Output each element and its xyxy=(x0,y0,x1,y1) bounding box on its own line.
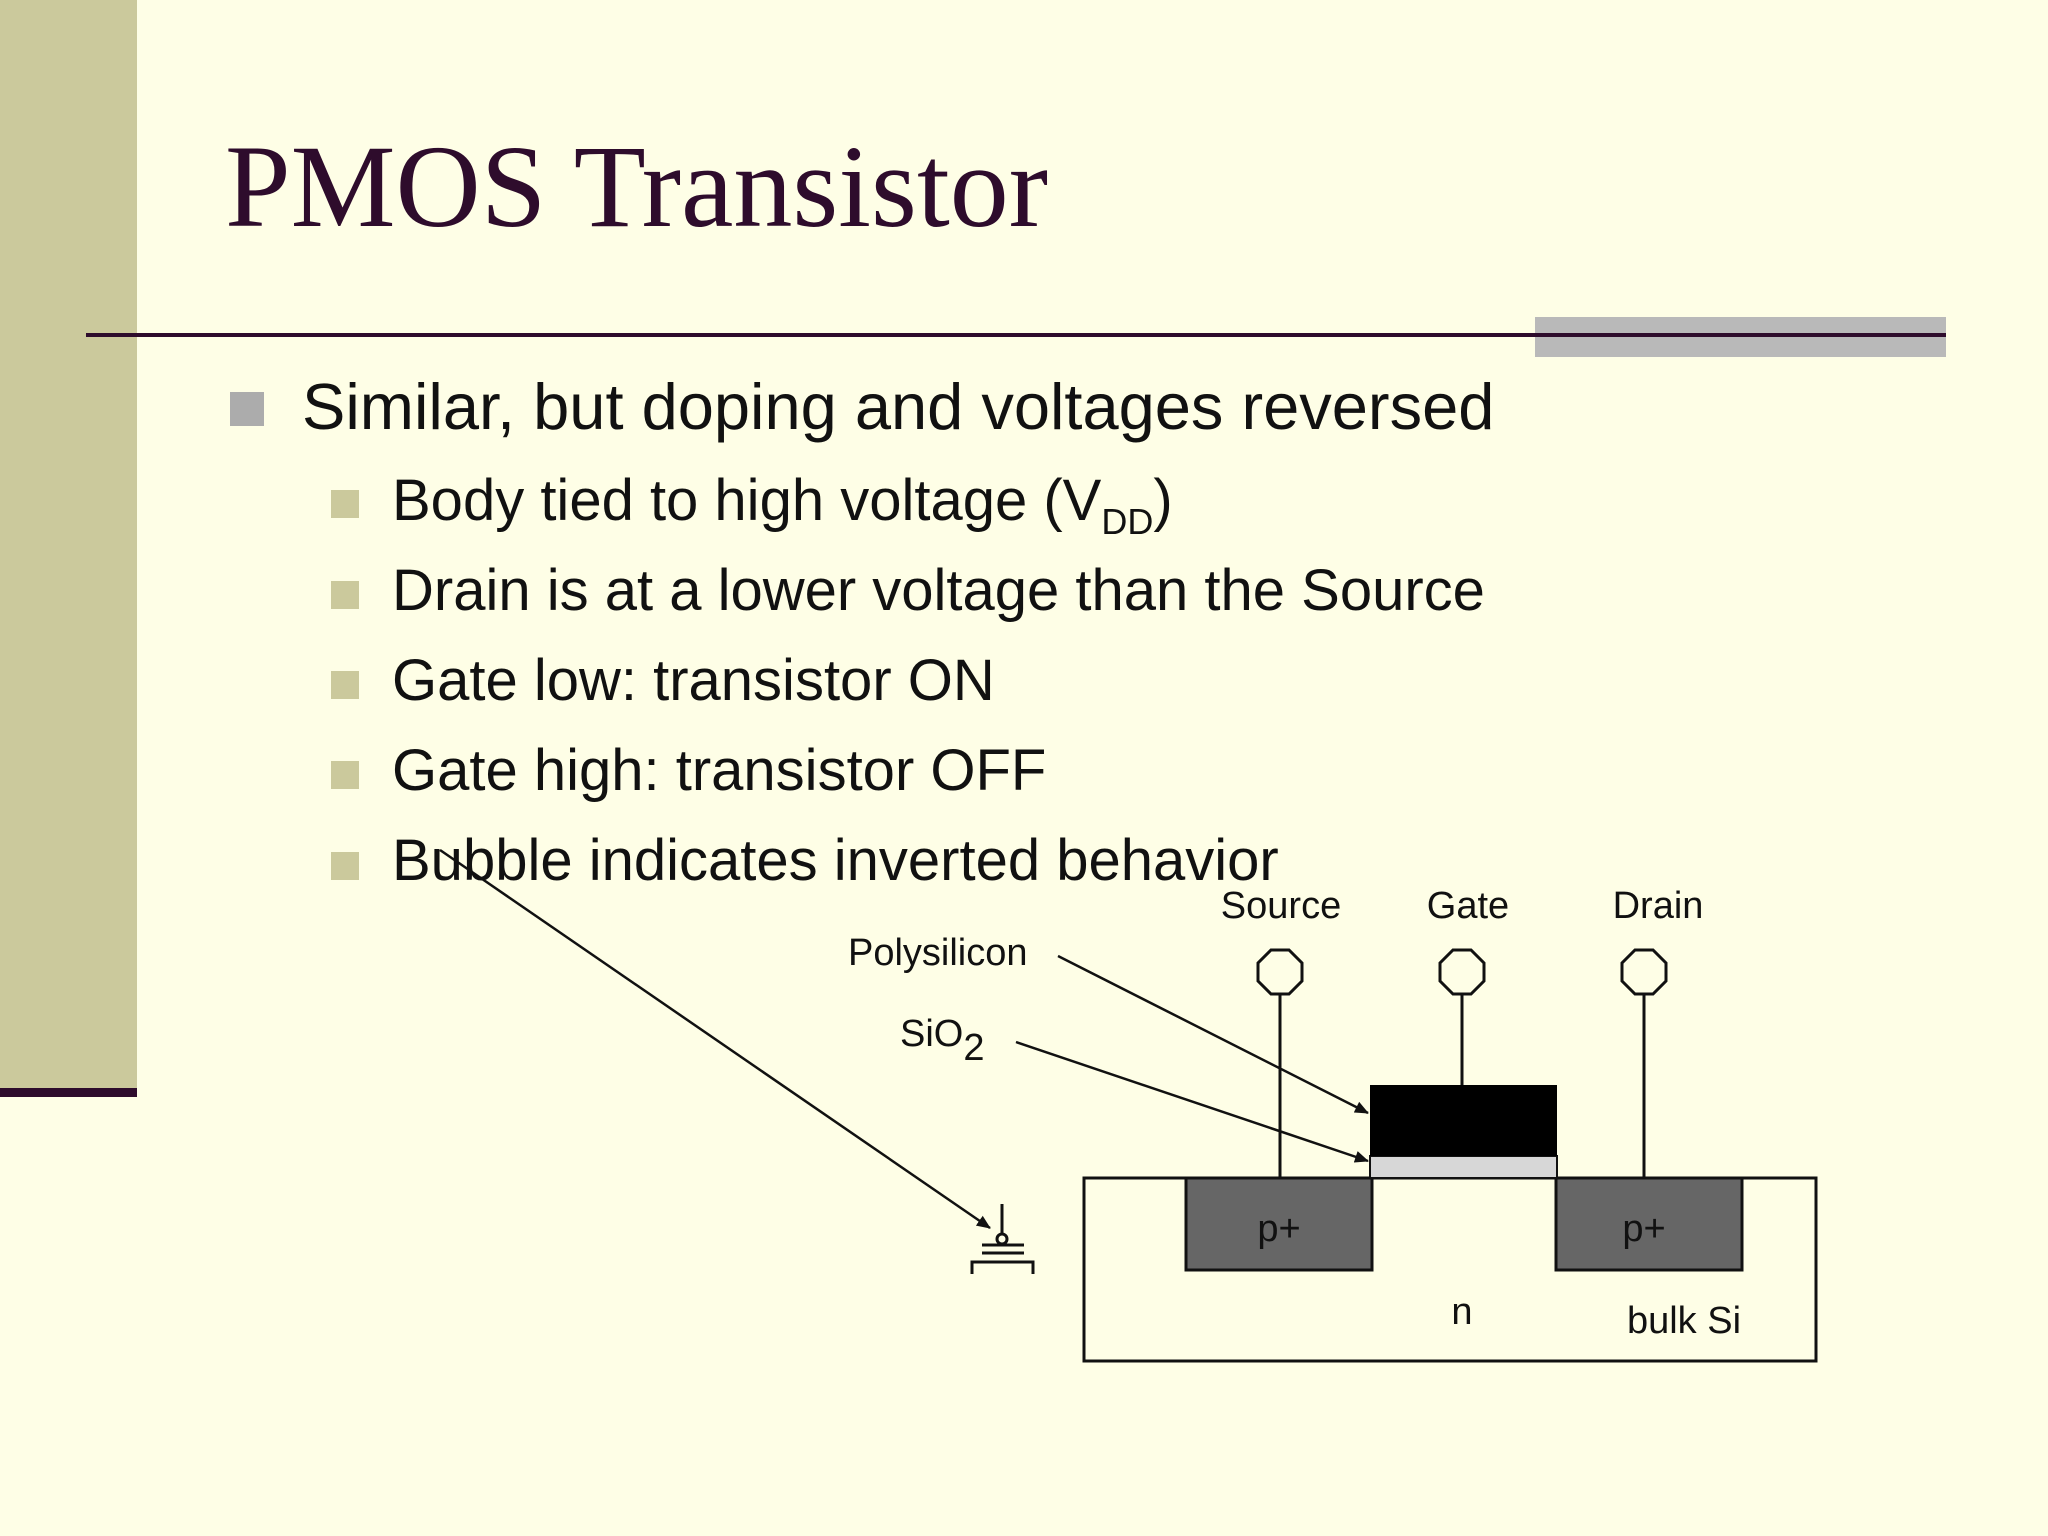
source-diffusion xyxy=(1184,1176,1374,1272)
bullet-square-icon xyxy=(230,392,264,426)
p-plus-drain-label: p+ xyxy=(1622,1208,1665,1250)
sub-bullet-square-icon xyxy=(331,671,359,699)
sub-bullet-square-icon xyxy=(331,852,359,880)
sio2-arrow xyxy=(1015,1040,1369,1163)
sub-bullet-gate-low: Gate low: transistor ON xyxy=(392,648,995,713)
sidebar-decoration xyxy=(0,0,137,1090)
drain-label: Drain xyxy=(1613,885,1704,927)
sub-bullet-square-icon xyxy=(331,490,359,518)
title-rule-shadow xyxy=(1535,317,1946,357)
p-plus-source-label: p+ xyxy=(1257,1208,1300,1250)
gate-terminal-icon xyxy=(1438,948,1486,996)
title-rule xyxy=(86,333,1946,337)
source-label: Source xyxy=(1221,885,1341,927)
gate-label: Gate xyxy=(1427,885,1509,927)
sidebar-accent-bar xyxy=(0,1088,137,1097)
drain-diffusion xyxy=(1554,1176,1744,1272)
sio2-label: SiO2 xyxy=(900,1013,985,1069)
polysilicon-label: Polysilicon xyxy=(848,932,1028,974)
drain-terminal-icon xyxy=(1620,948,1668,996)
n-well-label: n xyxy=(1451,1291,1472,1333)
polysilicon-gate xyxy=(1370,1085,1557,1156)
sub-bullet-bubble: Bubble indicates inverted behavior xyxy=(392,828,1279,893)
source-terminal-icon xyxy=(1256,948,1304,996)
sub-bullet-square-icon xyxy=(331,761,359,789)
slide-title: PMOS Transistor xyxy=(225,121,1049,252)
bulk-si-label: bulk Si xyxy=(1627,1300,1741,1342)
gate-oxide xyxy=(1369,1155,1558,1179)
main-bullet-text: Similar, but doping and voltages reverse… xyxy=(302,370,1495,443)
sub-bullet-gate-high: Gate high: transistor OFF xyxy=(392,738,1047,803)
sub-bullet-drain: Drain is at a lower voltage than the Sou… xyxy=(392,558,1485,623)
polysilicon-arrow xyxy=(1057,954,1369,1115)
bubble-arrow xyxy=(439,848,991,1230)
pmos-schematic-symbol-icon xyxy=(970,1204,1035,1274)
sub-bullet-square-icon xyxy=(331,581,359,609)
sub-bullet-body: Body tied to high voltage (VDD) xyxy=(392,468,1173,542)
